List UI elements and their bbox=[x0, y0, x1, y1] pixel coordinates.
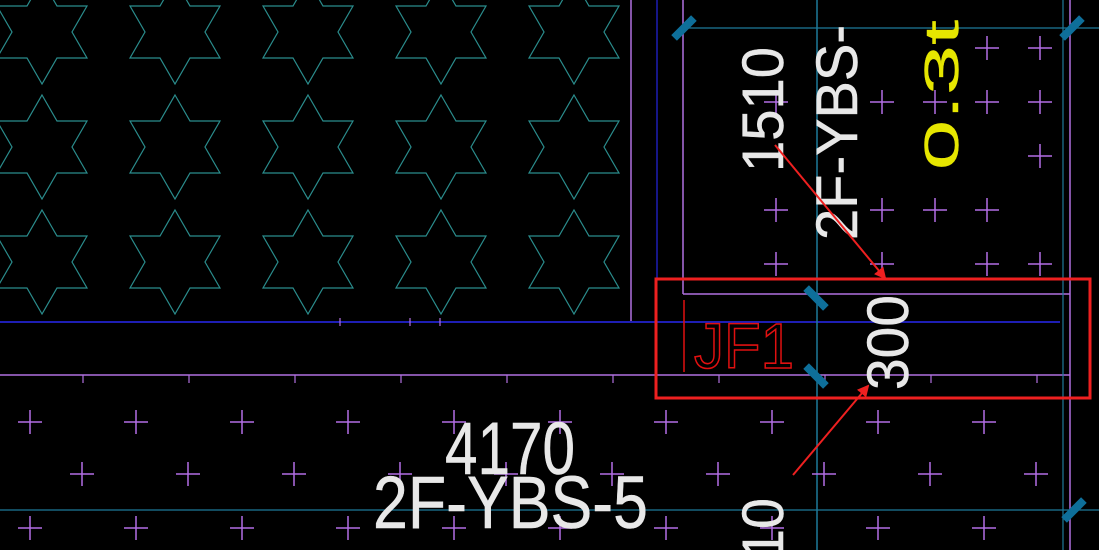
dim-upper-text: 1510 bbox=[731, 47, 796, 172]
tag-box-text: JF1 bbox=[694, 310, 794, 382]
member-lower-text: 2F-YBS-5 bbox=[373, 461, 648, 544]
column-markers bbox=[671, 15, 1087, 523]
load-upper-text: 0.3t bbox=[916, 20, 969, 170]
highlight-box bbox=[654, 277, 1092, 400]
beam-ticks bbox=[82, 375, 1038, 383]
star-hatch-region bbox=[0, 0, 630, 322]
grid-crosses bbox=[18, 36, 1052, 540]
highlight-arrow-bottom bbox=[792, 384, 870, 476]
member-upper-text: 2F-YBS- bbox=[805, 25, 870, 240]
dim-bottom-partial-text: 10 bbox=[731, 498, 796, 550]
dim-lower-text: 4170 bbox=[445, 407, 575, 490]
top-beam-ticks bbox=[339, 318, 441, 326]
highlight-arrow-top bbox=[774, 144, 887, 280]
dim-box-text: 300 bbox=[856, 295, 921, 390]
